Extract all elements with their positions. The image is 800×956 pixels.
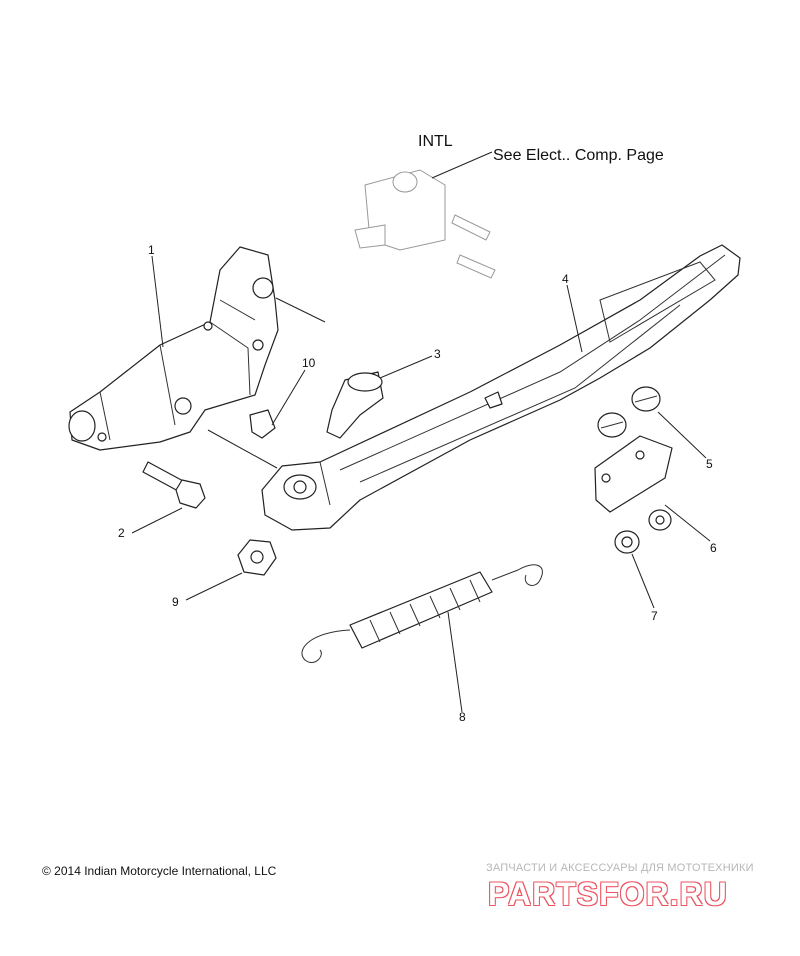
callout-8: 8 (459, 710, 466, 724)
intl-leader (431, 151, 493, 179)
leader-10 (271, 369, 306, 426)
intl-label: INTL (418, 133, 453, 150)
leader-7 (631, 553, 655, 609)
callout-3: 3 (434, 347, 441, 361)
callout-7: 7 (651, 609, 658, 623)
callout-10: 10 (302, 356, 316, 370)
callout-6: 6 (710, 541, 717, 555)
copyright-notice: © 2014 Indian Motorcycle International, … (42, 864, 277, 878)
intl-switch-drawing (354, 169, 496, 279)
part-6-plate (594, 435, 673, 531)
see-elect-comp-page-note: See Elect.. Comp. Page (493, 147, 664, 164)
watermark-logo: PARTSFOR.RU (488, 876, 728, 912)
leader-5 (657, 411, 707, 459)
part-2-bolt (142, 461, 206, 509)
callout-2: 2 (118, 526, 125, 540)
part-1-bracket (68, 246, 279, 451)
leader-4 (566, 284, 583, 353)
leader-1 (151, 255, 164, 348)
leader-axis (207, 429, 278, 469)
callout-9: 9 (172, 595, 179, 609)
part-5-screws (597, 386, 661, 438)
part-9-nut (237, 539, 277, 576)
part-10-stop (249, 409, 276, 439)
leader-1b (275, 297, 326, 323)
callout-4: 4 (562, 272, 569, 286)
part-8-spring (301, 564, 543, 664)
callout-1: 1 (148, 243, 155, 257)
watermark-subtitle: ЗАПЧАСТИ И АКСЕССУАРЫ ДЛЯ МОТОТЕХНИКИ (486, 862, 754, 874)
part-4-side-stand (261, 244, 741, 531)
leader-8 (447, 611, 463, 713)
leader-9 (185, 572, 243, 601)
part-3-pivot-pin (326, 371, 384, 439)
part-7-washer (614, 530, 640, 554)
leader-6 (664, 504, 711, 542)
leader-2 (131, 507, 183, 534)
leader-3 (379, 355, 433, 379)
callout-5: 5 (706, 457, 713, 471)
